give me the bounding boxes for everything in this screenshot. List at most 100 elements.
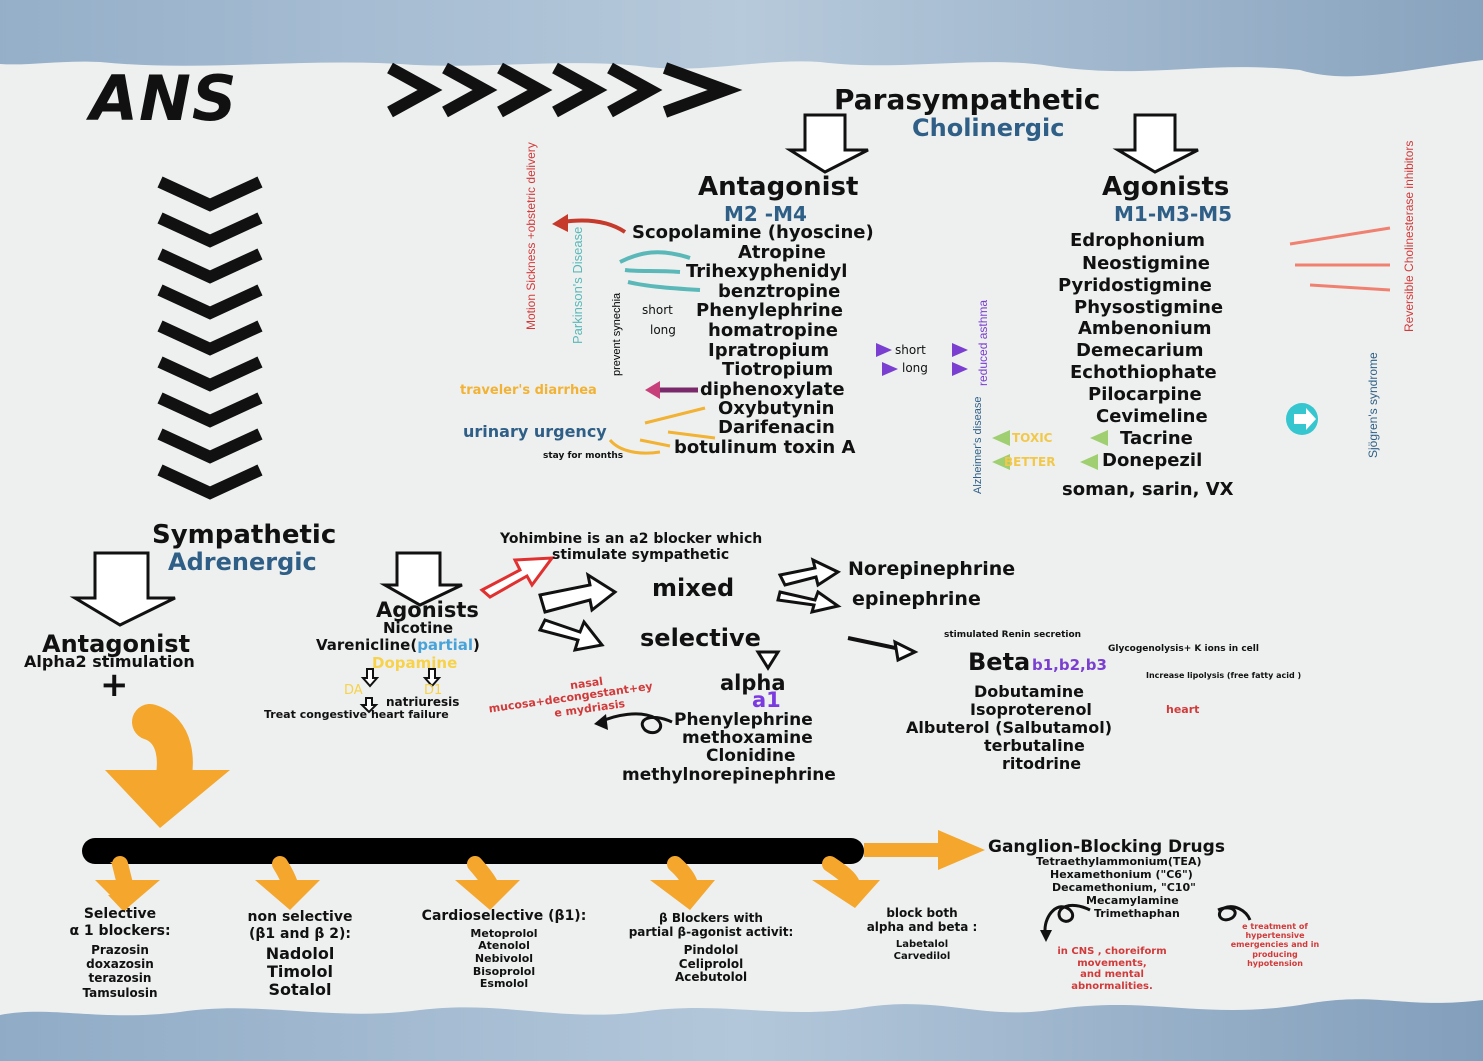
reversible-inhibitors-note: Reversible Cholinesterase inhibitors [1402,140,1416,332]
vertical-chevrons [157,176,263,500]
group-title-line: Cardioselective (β1): [421,908,587,924]
urinary-arrows [608,406,716,455]
treatment-curl-arrow [1217,905,1252,922]
dopamine-arrows [359,668,442,714]
group-drug: Acebutolol [674,970,748,985]
group-drug: Timolol [266,961,334,981]
asthma-note: reduced asthma [976,299,990,386]
cns-curl-arrow [1043,904,1091,931]
drug-decamethonium: Decamethonium, "C10" [1052,881,1196,894]
drug-nerve-agents: soman, sarin, VX [1062,479,1234,500]
alzheimer-note: Alzheimer's disease [972,396,984,494]
blocker-group-partial-agonist: β Blockers with partial β-agonist activi… [598,911,824,985]
drug-scopolamine: Scopolamine (hyoscine) [632,222,874,243]
drug-demecarium: Demecarium [1076,340,1204,361]
dopamine-label: Dopamine [372,654,458,672]
drug-neostigmine: Neostigmine [1082,253,1210,274]
d1-label: D1 [424,683,443,698]
blocker-group-nonselective: non selective (β1 and β 2): Nadolol Timo… [218,909,382,1000]
group-drug: Nebivolol [474,952,534,966]
yohimbine-note-line1: Yohimbine is an a2 blocker which [500,531,763,547]
cns-line-2: movements, [1077,957,1147,969]
cns-note: in CNS , choreiform movements, and menta… [1032,946,1192,992]
drug-mecamylamine: Mecamylamine [1086,894,1179,907]
travelers-diarrhea-note: traveler's diarrhea [460,383,597,398]
renin-note: stimulated Renin secretion [944,630,1082,640]
group-drug: Nadolol [265,943,335,963]
bottom-watercolor-band [0,999,1483,1061]
yohimbine-arrow [479,556,556,599]
horizontal-chevrons [387,62,743,118]
group-title-line: β Blockers with [659,911,763,925]
alpha-heading: alpha [720,671,786,695]
a1-label: a1 [752,688,781,712]
drug-donepezil: Donepezil [1102,450,1203,471]
drug-darifenacin: Darifenacin [718,417,835,438]
beta-subtypes: b1,b2,b3 [1032,656,1107,674]
drug-pilocarpine: Pilocarpine [1088,384,1202,405]
blocker-group-alpha1: Selective α 1 blockers: Prazosin doxazos… [30,906,210,1000]
cns-line-3: and mental [1080,969,1144,980]
mixed-heading: mixed [652,574,735,602]
group-drug: Bisoprolol [472,964,536,978]
m2-m4-label: M2 -M4 [724,202,807,226]
drug-nicotine: Nicotine [383,619,454,637]
drug-trimethaphan: Trimethaphan [1094,907,1180,920]
group-drug: Esmolol [479,977,529,991]
group-drug: Atenolol [478,939,530,953]
drug-tiotropium: Tiotropium [722,359,834,380]
sjogren-note: Sjögren's syndrome [1366,352,1380,458]
adrenergic-label: Adrenergic [168,548,317,576]
m1-m3-m5-label: M1-M3-M5 [1114,202,1233,226]
synechia-note: prevent synechia [611,292,623,376]
group-drug: Labetalol [895,938,949,950]
drug-tea: Tetraethylammonium(TEA) [1036,855,1202,868]
close-paren: ) [473,636,480,654]
varenicline-line: Varenicline(partial) [316,638,480,653]
group-drug: Carvedilol [893,950,951,962]
lipolysis-note: Increase lipolysis (free fatty acid ) [1146,671,1302,680]
treatment-line-2: hypertensive [1245,931,1305,941]
partial-text: partial [417,636,474,654]
drug-methylnorepinephrine: methylnorepinephrine [622,765,836,785]
drug-tacrine: Tacrine [1120,428,1193,449]
short-label-2: short [895,343,926,357]
group-title-line: (β1 and β 2): [249,925,351,942]
motion-sickness-note: Motion Sickness +obstetric delivery [524,142,538,330]
parasympathetic-heading: Parasympathetic [834,83,1101,116]
asthma-arrows [876,343,968,376]
curl-arrow [599,712,673,735]
drug-ritodrine: ritodrine [1002,754,1082,773]
group-title-line: α 1 blockers: [69,922,171,939]
group-drug: Pindolol [683,942,739,957]
toxic-note: TOXIC [1012,431,1053,445]
treatment-line-3: emergencies and in [1230,940,1320,950]
drug-cevimeline: Cevimeline [1096,406,1208,427]
long-label-2: long [902,361,928,375]
drug-botulinum: botulinum toxin A [674,437,856,458]
drug-terbutaline: terbutaline [984,736,1085,755]
stay-for-months-note: stay for months [543,451,624,461]
drug-phenylephrine-para: Phenylephrine [696,300,843,321]
motion-arrow [561,218,627,234]
alpha-down-arrow [755,650,781,671]
short-label-1: short [642,303,673,317]
da-label: DA [344,683,363,698]
parkinson-arrows [619,250,701,292]
drug-clonidine: Clonidine [706,746,796,766]
group-drug: Metoprolol [470,926,538,940]
group-drug: Sotalol [268,980,332,1000]
natriuresis-label: natriuresis [386,695,460,709]
ganglion-heading: Ganglion-Blocking Drugs [988,837,1225,857]
drug-pyridostigmine: Pyridostigmine [1058,275,1212,296]
drug-hexamethonium: Hexamethonium ("C6") [1050,868,1193,881]
selective-heading: selective [640,624,761,652]
group-title-line: alpha and beta : [866,920,978,935]
blocker-group-alpha-beta: block both alpha and beta : Labetalol Ca… [840,906,1004,963]
treatment-line-1: e treatment of [1242,922,1308,931]
treat-chf-label: Treat congestive heart failure [264,708,449,721]
plus-sign: + [100,665,129,705]
group-title-line: non selective [247,909,353,925]
drug-albuterol: Albuterol (Salbutamol) [906,718,1113,737]
blocker-group-cardioselective: Cardioselective (β1): Metoprolol Atenolo… [394,908,614,991]
